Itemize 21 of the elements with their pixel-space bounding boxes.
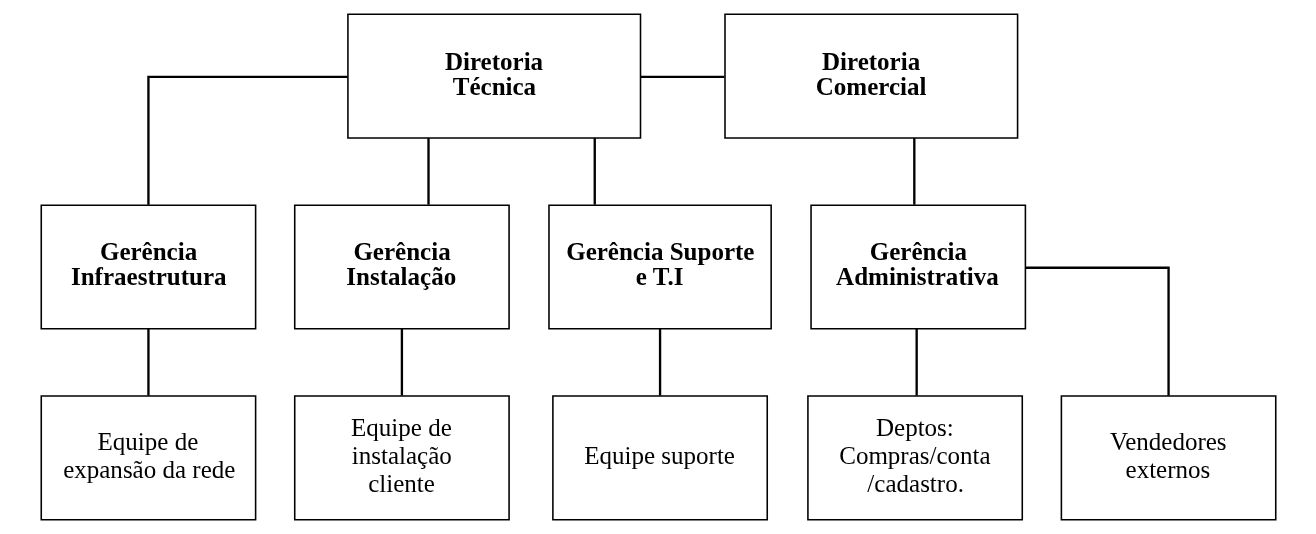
connector (426, 138, 430, 205)
connector (400, 328, 403, 396)
connector (912, 138, 915, 205)
node-box: Diretoria Comercial (723, 13, 1018, 139)
node-box: Gerência Administrativa (809, 204, 1026, 330)
connector (1025, 266, 1170, 396)
connector (146, 75, 348, 205)
connector (146, 328, 150, 396)
node-box: Gerência Instalação (293, 204, 510, 330)
connector (915, 328, 918, 396)
node-box: Vendedores externos (1060, 395, 1276, 521)
node-box: Equipe suporte (551, 395, 768, 521)
node-box: Equipe de expansão da rede (40, 395, 256, 521)
node-box: Gerência Suporte e T.I (547, 204, 772, 330)
node-box: Diretoria Técnica (346, 13, 641, 139)
connector (593, 138, 596, 205)
connector (658, 328, 661, 396)
node-box: Gerência Infraestrutura (40, 204, 256, 330)
node-box: Deptos: Compras/conta /cadastro. (806, 395, 1023, 521)
node-box: Equipe de instalação cliente (293, 395, 510, 521)
connector (640, 75, 724, 79)
